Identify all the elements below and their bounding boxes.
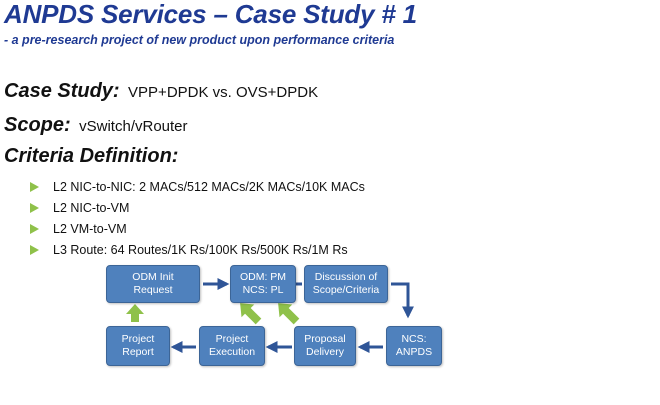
list-item: L2 NIC-to-VM [30,197,365,218]
green-arrow-bullet-icon [30,244,39,255]
project-report-box: Project Report [106,326,170,366]
green-arrow-pm-to-execution-icon [240,303,262,325]
box-label: ODM: PM NCS: PL [239,271,287,296]
criteria-item-text: L2 VM-to-VM [53,221,127,236]
criteria-item-text: L3 Route: 64 Routes/1K Rs/100K Rs/500K R… [53,242,348,257]
case-study-row: Case Study: VPP+DPDK vs. OVS+DPDK [4,80,318,103]
odm-init-request-box: ODM Init Request [106,265,200,303]
box-label: Project Execution [208,333,256,358]
slide-title: ANPDS Services – Case Study # 1 [4,0,417,29]
list-item: L3 Route: 64 Routes/1K Rs/100K Rs/500K R… [30,239,365,260]
project-execution-box: Project Execution [199,326,265,366]
scope-row: Scope: vSwitch/vRouter [4,114,188,137]
box-label: Proposal Delivery [304,333,346,358]
case-study-value: VPP+DPDK vs. OVS+DPDK [128,84,319,101]
green-arrow-bullet-icon [30,223,39,234]
criteria-item-text: L2 NIC-to-NIC: 2 MACs/512 MACs/2K MACs/1… [53,179,365,194]
discussion-scope-box: Discussion of Scope/Criteria [304,265,388,303]
case-study-label: Case Study: [4,80,120,102]
box-label: ODM Init Request [132,271,174,296]
slide-subtitle: - a pre-research project of new product … [4,33,395,47]
criteria-list: L2 NIC-to-NIC: 2 MACs/512 MACs/2K MACs/1… [30,176,365,260]
criteria-item-text: L2 NIC-to-VM [53,200,130,215]
list-item: L2 NIC-to-NIC: 2 MACs/512 MACs/2K MACs/1… [30,176,365,197]
criteria-row: Criteria Definition: [4,145,178,168]
ncs-anpds-box: NCS: ANPDS [386,326,442,366]
list-item: L2 VM-to-VM [30,218,365,239]
box-label: Project Report [121,333,155,358]
flow-arrow-discussion-to-anpds [391,282,414,319]
box-label: NCS: ANPDS [395,333,433,358]
proposal-delivery-box: Proposal Delivery [294,326,356,366]
scope-value: vSwitch/vRouter [79,118,188,135]
odm-pm-ncs-pl-box: ODM: PM NCS: PL [230,265,296,303]
green-arrow-proposal-to-pm-icon [278,303,300,325]
green-arrow-bullet-icon [30,181,39,192]
green-arrow-report-to-init-icon [126,304,144,322]
scope-label: Scope: [4,114,71,136]
green-arrow-bullet-icon [30,202,39,213]
criteria-label: Criteria Definition: [4,145,179,167]
box-label: Discussion of Scope/Criteria [312,271,380,296]
